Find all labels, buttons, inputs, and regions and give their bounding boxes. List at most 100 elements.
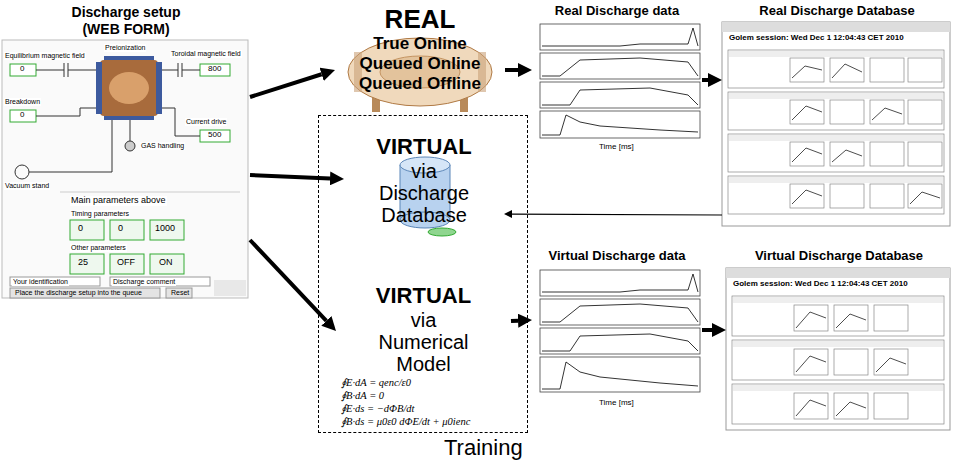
rect-shape <box>870 58 904 82</box>
annotation-label: 0 <box>19 111 25 120</box>
flow-arrow <box>702 328 712 332</box>
line-shape <box>60 192 240 193</box>
polyline-shape <box>542 28 698 46</box>
rect-shape <box>728 176 944 214</box>
polyline-shape <box>36 108 96 116</box>
rect-shape <box>540 328 700 354</box>
node-body: True Online Queued Online Queued Offline <box>345 34 495 94</box>
polyline-shape <box>832 150 862 162</box>
data-panel: Virtual Discharge data <box>532 248 702 418</box>
flow-arrow <box>250 74 322 97</box>
rect-shape <box>728 134 944 172</box>
polyline-shape <box>796 400 826 416</box>
virtual-chart <box>540 270 700 392</box>
polyline-shape <box>872 108 902 120</box>
rect-shape <box>540 270 700 296</box>
annotation-label: Discharge comment <box>112 278 176 286</box>
node-title: Virtual Discharge data <box>532 248 702 264</box>
line-shape <box>130 120 131 141</box>
annotation-label: Current drive <box>185 118 227 126</box>
node-title: Virtual Discharge Database <box>726 248 952 264</box>
rect-shape <box>726 268 950 430</box>
rect-shape <box>732 384 944 424</box>
polyline-shape <box>792 190 822 204</box>
annotation-label: Breakdown <box>4 98 41 106</box>
rect-shape <box>874 393 908 419</box>
polyline-shape <box>832 64 862 78</box>
path-shape <box>162 63 200 77</box>
rect-shape <box>870 142 904 166</box>
annotation-label: Golem session: Wed Dec 1 12:04:43 CET 20… <box>728 34 905 43</box>
node-body: via Discharge Database <box>369 160 479 226</box>
rect-shape <box>540 24 700 50</box>
polyline-shape <box>792 148 822 162</box>
flow-arrow <box>702 78 708 82</box>
rect-shape <box>110 277 210 286</box>
virtual-database-block: VIRTUALvia Discharge Database <box>344 134 504 226</box>
rect-shape <box>166 288 192 298</box>
rect-shape <box>834 349 868 375</box>
annotation-label: Other parameters <box>70 244 127 252</box>
g-shape <box>728 50 944 214</box>
rect-shape <box>830 184 864 208</box>
rect-shape <box>794 349 828 375</box>
polyline-shape <box>542 304 698 322</box>
rect-shape <box>733 297 943 303</box>
rect-shape <box>733 341 943 347</box>
polyline-shape <box>542 88 698 105</box>
rect-shape <box>733 385 943 391</box>
polyline-shape <box>792 66 822 78</box>
rect-shape <box>200 130 230 142</box>
rect-shape <box>110 220 144 240</box>
node-title: VIRTUAL <box>336 283 511 309</box>
rect-shape <box>728 92 944 130</box>
database-panel: Virtual Discharge Database <box>726 248 952 433</box>
polyline-shape <box>796 312 826 328</box>
annotation-label: Reset <box>170 289 190 297</box>
rect-shape <box>874 349 908 375</box>
rect-shape <box>830 58 864 82</box>
annotation-label: 25 <box>77 258 89 268</box>
polyline-shape <box>876 358 906 372</box>
equation-text: ∮B·ds = μ0ε0 dΦE/dt + μ0ienc <box>340 416 471 428</box>
rect-shape <box>70 254 104 274</box>
rect-shape <box>870 184 904 208</box>
rect-shape <box>540 82 700 108</box>
annotation-label: Preionization <box>104 44 146 52</box>
rect-shape <box>540 53 700 79</box>
annotation-label: 500 <box>207 131 222 140</box>
rect-shape <box>870 100 904 124</box>
real-chart <box>540 24 700 138</box>
node-body: via Numerical Model <box>374 309 474 375</box>
annotation-label: 0 <box>117 224 124 234</box>
annotation-label: Golem session: Wed Dec 1 12:04:43 CET 20… <box>732 280 909 289</box>
rect-shape <box>908 142 942 166</box>
rect-shape <box>156 62 162 114</box>
rect-shape <box>834 305 868 331</box>
web-form <box>2 40 248 298</box>
annotation-label: GAS handling <box>140 142 185 150</box>
rect-shape <box>200 64 230 76</box>
rect-shape <box>540 357 700 392</box>
annotation-label: Equilibrium magnetic field <box>4 52 86 60</box>
annotation-label: 0 <box>77 224 84 234</box>
rect-shape <box>732 340 944 380</box>
rect-shape <box>830 100 864 124</box>
circle-shape <box>15 165 29 179</box>
equation-text: ∮E·ds = −dΦB/dt <box>340 403 416 415</box>
rect-shape <box>794 305 828 331</box>
polyline-shape <box>910 192 940 204</box>
annotation-label: Timing parameters <box>70 210 130 218</box>
rect-shape <box>728 50 944 88</box>
rect-shape <box>790 58 824 82</box>
g-shape <box>732 296 944 424</box>
rect-shape <box>790 100 824 124</box>
rect-shape <box>540 299 700 325</box>
real-db-screenshot <box>722 22 950 226</box>
annotation-label: ON <box>158 258 174 268</box>
rect-shape <box>908 58 942 82</box>
rect-shape <box>150 254 184 274</box>
annotation-label: Place the discharge setup into the queue <box>14 289 143 297</box>
rect-shape <box>732 296 944 336</box>
g-shape <box>729 51 943 183</box>
